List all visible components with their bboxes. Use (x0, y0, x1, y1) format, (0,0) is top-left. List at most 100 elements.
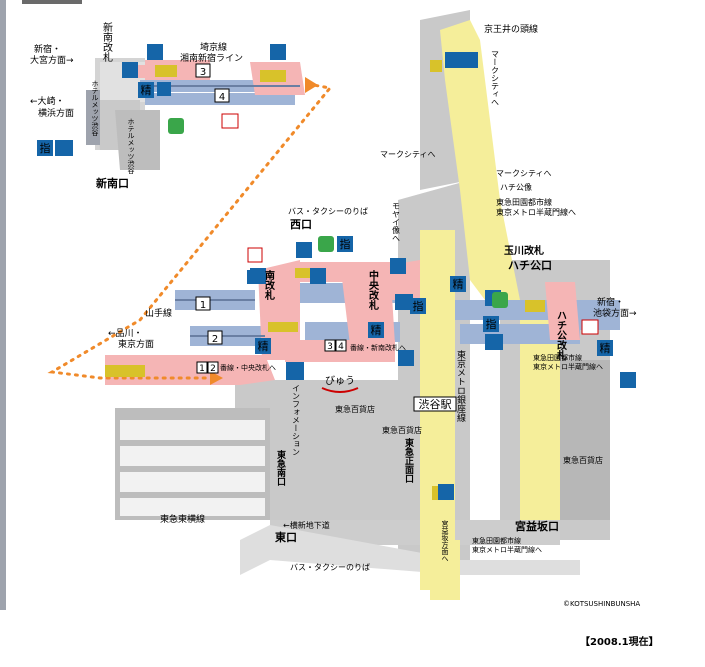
svg-text:マークシティへ: マークシティへ (496, 169, 552, 178)
svg-text:埼京線: 埼京線 (200, 41, 227, 53)
wheelchair-icon (157, 82, 171, 96)
elevator-icon (438, 484, 454, 500)
svg-text:バス・タクシーのりば: バス・タクシーのりば (288, 207, 368, 216)
wheelchair-icon (247, 270, 261, 284)
information-icon (286, 362, 304, 380)
svg-text:←品川・: ←品川・ (108, 328, 143, 339)
svg-text:東急百貨店: 東急百貨店 (335, 404, 375, 414)
copyright: ©KOTSUSHINBUNSHA (563, 600, 640, 608)
svg-text:東急田園都市線: 東急田園都市線 (533, 353, 582, 362)
sei-sign: 精 (141, 84, 152, 97)
svg-text:東急東横線: 東急東横線 (160, 513, 205, 525)
shi-sign: 指 (40, 141, 51, 155)
svg-text:バス・タクシーのりば: バス・タクシーのりば (290, 563, 370, 572)
tokyu-toyoko-platforms (115, 408, 270, 520)
west-exit: 西口 (290, 218, 312, 231)
keio-corridor (420, 20, 560, 600)
sei-sign: 精 (453, 278, 464, 291)
sei-sign: 精 (600, 342, 611, 355)
svg-text:東急正面口: 東急正面口 (403, 437, 414, 484)
svg-text:新南改札: 新南改札 (101, 21, 113, 63)
svg-text:2: 2 (210, 364, 216, 374)
elevator-icon (310, 268, 326, 284)
green-area-icon (168, 118, 184, 134)
svg-text:インフォメーション: インフォメーション (292, 384, 301, 456)
shibuya-station-label: 渋谷駅 (419, 398, 452, 411)
svg-text:東急田園都市線: 東急田園都市線 (472, 536, 521, 545)
svg-text:中央改札: 中央改札 (367, 269, 380, 311)
ticket-machine-icon (485, 334, 503, 350)
ticket-machine-icon (55, 140, 73, 156)
miyamasuzaka-exit: 宮益坂口 (515, 519, 559, 533)
svg-text:ハチ公改札: ハチ公改札 (555, 310, 568, 361)
svg-text:1: 1 (200, 300, 206, 311)
svg-text:玉川改札: 玉川改札 (504, 244, 544, 257)
svg-text:3: 3 (327, 342, 333, 352)
svg-text:3: 3 (200, 67, 206, 78)
svg-text:マークシティへ: マークシティへ (491, 50, 500, 106)
svg-text:2: 2 (212, 334, 218, 345)
svg-text:大宮方面→: 大宮方面→ (30, 54, 74, 66)
green-area-icon (492, 292, 508, 308)
svg-text:←横新地下道: ←横新地下道 (283, 520, 330, 530)
svg-text:東京メトロ半蔵門線へ: 東京メトロ半蔵門線へ (533, 362, 603, 371)
elevator-icon (398, 350, 414, 366)
svg-text:東京方面: 東京方面 (118, 338, 154, 350)
sei-sign: 精 (258, 340, 269, 353)
svg-text:マークシティへ: マークシティへ (380, 150, 436, 159)
svg-text:湘南新宿ライン: 湘南新宿ライン (180, 52, 243, 64)
platform-numbers: 3 4 1 2 1 2 3 4 (195, 63, 347, 374)
shibuya-station-box (413, 396, 457, 412)
svg-text:南改札: 南改札 (263, 269, 276, 301)
svg-text:1: 1 (199, 364, 205, 374)
svg-text:東京メトロ銀座線: 東京メトロ銀座線 (455, 349, 466, 422)
svg-text:新宿・: 新宿・ (34, 43, 61, 55)
svg-text:4: 4 (338, 342, 344, 352)
map-labels: 京王井の頭線 埼京線 湘南新宿ライン 新宿・ 大宮方面→ ←大崎・ 横浜方面 新… (30, 23, 659, 648)
svg-text:山手線: 山手線 (145, 307, 172, 319)
svg-text:番線・新南改札へ: 番線・新南改札へ (350, 343, 406, 352)
svg-text:東急百貨店: 東急百貨店 (382, 425, 422, 435)
shi-sign: 指 (340, 237, 351, 251)
transfer-route (47, 82, 333, 380)
toilet-icon (221, 113, 239, 129)
svg-text:番線・中央改札へ: 番線・中央改札へ (220, 363, 276, 372)
view-line-logo: びゅう (325, 375, 355, 387)
svg-text:東京メトロ半蔵門線へ: 東京メトロ半蔵門線へ (472, 545, 542, 554)
ticket-machine-icon (395, 294, 413, 310)
elevator-icon (147, 44, 163, 60)
parking-icon (620, 372, 636, 388)
east-exit: 東口 (275, 530, 297, 544)
keio-head-label: 京王井の頭線 (484, 23, 538, 35)
svg-text:宮益坂方面へ: 宮益坂方面へ (441, 519, 449, 562)
shin-minami-exit: 新南口 (96, 176, 129, 190)
svg-text:東急田園都市線: 東急田園都市線 (496, 197, 552, 207)
sign-boxes: 指 指 指 指 精 精 精 精 精 (37, 82, 613, 356)
svg-text:4: 4 (219, 92, 225, 103)
hachiko-exit: ハチ公口 (508, 259, 552, 272)
shi-sign: 指 (413, 299, 424, 313)
toilet-icon (581, 319, 599, 335)
svg-text:横浜方面: 横浜方面 (38, 107, 74, 119)
green-area-icon (318, 236, 334, 252)
svg-text:←大崎・: ←大崎・ (30, 95, 65, 107)
svg-text:新宿・: 新宿・ (597, 296, 624, 308)
svg-text:ハチ公像: ハチ公像 (500, 182, 532, 192)
left-edge-bar (0, 0, 6, 610)
toilet-icon (247, 247, 263, 263)
stairs (105, 60, 545, 500)
shi-sign: 指 (486, 317, 497, 331)
svg-text:東急南口: 東急南口 (275, 449, 286, 487)
svg-text:モヤイ像へ: モヤイ像へ (392, 202, 401, 242)
parking-icon (296, 242, 312, 258)
vertical-labels: 新南改札 ホテルメッツ渋谷 ホテルメッツ渋谷 マークシティへ モヤイ像へ 南改札… (91, 21, 568, 562)
svg-text:池袋方面→: 池袋方面→ (593, 307, 637, 319)
parking-icon (122, 62, 138, 78)
parking-icon (445, 52, 461, 68)
parking-icon (390, 258, 406, 274)
tokyu-annex (555, 360, 610, 520)
date-label: 【2008.1現在】 (580, 635, 659, 648)
elevator-icon (270, 44, 286, 60)
svg-text:東京メトロ半蔵門線へ: 東京メトロ半蔵門線へ (496, 207, 576, 217)
